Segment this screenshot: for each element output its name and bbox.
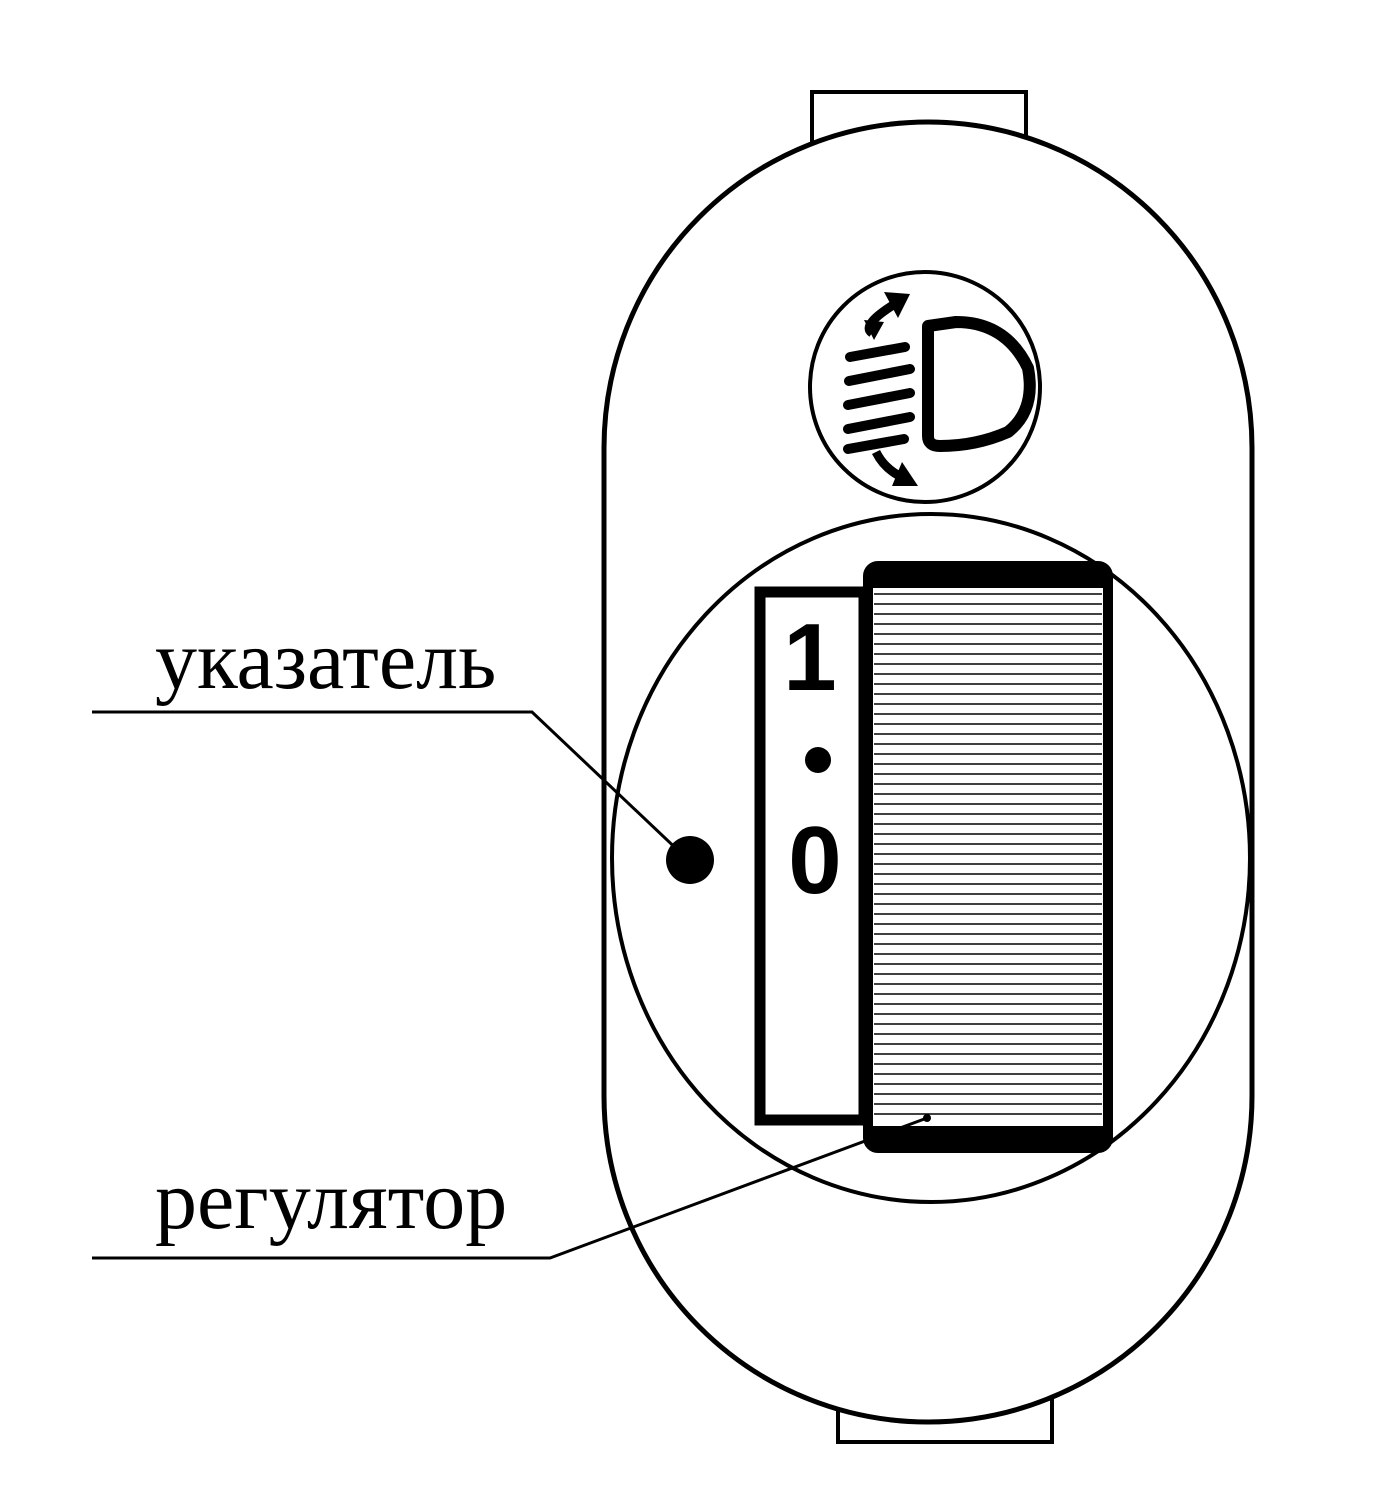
scale-mark-bottom: 0	[788, 807, 841, 914]
scale-plate: 1 0	[754, 586, 870, 1126]
scale-dot	[805, 747, 831, 773]
indicator-leader-line	[92, 710, 686, 858]
headlamp-beam-adjust-icon	[808, 270, 1042, 504]
regulator-label: регулятор	[155, 1154, 507, 1247]
scale-mark-top: 1	[783, 604, 836, 711]
regulator-thumbwheel[interactable]	[863, 561, 1113, 1153]
indicator-dot	[666, 836, 714, 884]
indicator-label: указатель	[155, 614, 496, 707]
regulator-leader-line	[92, 1116, 928, 1260]
